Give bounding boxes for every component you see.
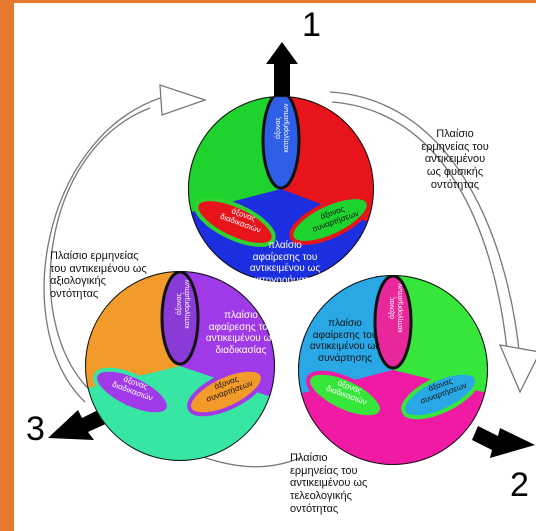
right-abstraction-line: αντικειμένου ως: [309, 341, 381, 352]
frame-physical-line: αντικειμένου: [424, 153, 486, 166]
left-axis-predicate-line: κατηγορημάτων: [184, 279, 191, 329]
frame-axiological-label: Πλαίσιο ερμηνείας του αντικειμένου ως αξ…: [50, 250, 190, 301]
frame-axiological-line: Πλαίσιο ερμηνείας: [50, 250, 139, 262]
number-3: 3: [26, 410, 45, 448]
right-axis-predicate-line: κατηγορημάτων: [397, 283, 404, 333]
cycle-arrows: [43, 84, 536, 468]
left-abstraction-line: αφαίρεσης του: [208, 321, 274, 333]
left-axis-predicate: άξονας κατηγορημάτων: [176, 278, 192, 330]
cycle-arrow-bottom: [199, 455, 301, 468]
right-abstraction-line: συνάρτησης: [317, 352, 373, 364]
frame-physical-line: οντότητας: [430, 178, 480, 191]
right-abstraction-label: πλαίσιο αφαίρεσης του αντικειμένου ως συ…: [300, 318, 390, 364]
left-abstraction-line: αντικειμένου ως: [205, 333, 277, 344]
top-axis-predicate-line: άξονας: [274, 117, 282, 139]
frame-axiological-line: του αντικειμένου ως: [50, 262, 147, 275]
arrow-2: [472, 426, 535, 458]
direction-arrows: [48, 42, 535, 458]
top-abstraction-line: κατηγορήματος: [251, 274, 319, 286]
cycle-arrow-right: [329, 91, 521, 361]
left-abstraction-line: διαδικασίας: [215, 344, 267, 356]
frame-physical-line: ως φυσικής: [426, 165, 484, 178]
frame-teleological-line: αντικειμένου ως: [290, 477, 368, 490]
right-abstraction-line: πλαίσιο: [328, 318, 362, 329]
frame-axiological-line: αξιολογικής: [50, 275, 106, 288]
top-axis-predicate-line: κατηγορήματων: [283, 103, 290, 153]
arrow-3: [48, 407, 110, 440]
frame-physical-label: Πλαίσιο ερμηνείας του αντικειμένου ως φυ…: [400, 128, 510, 191]
number-2: 2: [510, 466, 529, 504]
left-axis-predicate-line: άξονας: [175, 293, 183, 315]
top-abstraction-label: πλαίσιο αφαίρεσης του αντικειμένου ως κα…: [240, 240, 330, 286]
circle-predicate: [188, 96, 374, 282]
top-abstraction-line: αφαίρεσης του: [252, 251, 318, 263]
frame-teleological-label: Πλαίσιο ερμηνείας του αντικειμένου ως τε…: [290, 452, 410, 515]
right-axis-predicate-line: άξονας: [388, 297, 396, 319]
left-abstraction-label: πλαίσιο αφαίρεσης του αντικειμένου ως δι…: [196, 310, 286, 356]
cycle-arrow-top-left: [49, 107, 151, 396]
frame-teleological-line: τελεολογικής: [290, 489, 352, 502]
top-axis-predicate: άξονας κατηγορήματων: [275, 103, 291, 153]
top-abstraction-line: αντικειμένου ως: [249, 263, 321, 274]
right-axis-predicate: άξονας κατηγορημάτων: [389, 282, 405, 334]
frame-teleological-line: ερμηνείας του: [290, 464, 358, 477]
frame-physical-line: ερμηνείας του: [421, 140, 489, 153]
right-abstraction-line: αφαίρεσης του: [312, 329, 378, 341]
left-abstraction-line: πλαίσιο: [224, 310, 258, 321]
frame-axiological-line: οντότητας: [50, 287, 99, 300]
orange-top-border: [0, 0, 536, 3]
top-abstraction-line: πλαίσιο: [268, 240, 302, 251]
orange-left-border: [0, 0, 14, 531]
number-1: 1: [302, 6, 321, 44]
arrow-1: [266, 42, 298, 98]
frame-physical-line: Πλαίσιο: [436, 128, 474, 140]
frame-teleological-line: Πλαίσιο: [290, 452, 328, 464]
frame-teleological-line: οντότητας: [290, 502, 339, 515]
